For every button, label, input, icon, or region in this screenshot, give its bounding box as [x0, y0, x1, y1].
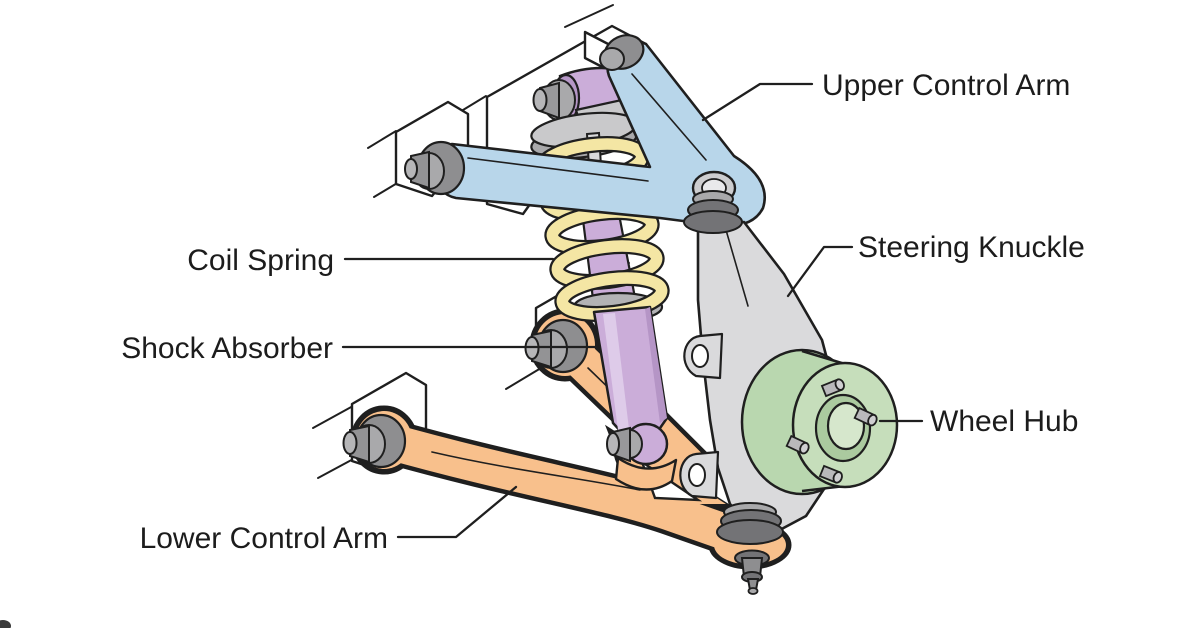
label-upper-control-arm: Upper Control Arm: [822, 69, 1070, 102]
leader-lower-control-arm: [396, 485, 518, 539]
bushing-washer: [599, 47, 625, 71]
bushing-nut-face: [404, 158, 418, 180]
tick-line: [564, 4, 614, 28]
ear-bolt-hole: [691, 344, 709, 368]
eye-bolt-head: [606, 432, 620, 456]
lower-front-bushing: [342, 413, 407, 469]
upper-control-arm: [404, 34, 766, 228]
shock-clevis-strap: [614, 456, 678, 491]
bushing-nut-face: [342, 431, 358, 455]
leader-lines: [341, 82, 924, 539]
label-lower-control-arm: Lower Control Arm: [140, 522, 388, 555]
corner-artifact: [0, 620, 11, 628]
upper-ball-joint-boot: [683, 190, 743, 234]
part-labels: Upper Control Arm Coil Spring Shock Abso…: [121, 69, 1085, 555]
shock-body-highlight: [603, 313, 629, 430]
label-shock-absorber: Shock Absorber: [121, 332, 333, 365]
boot-ring: [716, 519, 784, 545]
knuckle-ears: [679, 332, 724, 500]
stud-tip-cap: [747, 587, 759, 595]
wheel-stud: [785, 434, 810, 455]
wheel-hub: [740, 348, 899, 496]
wheel-studs: [785, 378, 878, 484]
lower-ball-joint: [716, 502, 784, 595]
top-mount-nut-face: [532, 88, 548, 112]
hub-edge-line: [801, 349, 846, 366]
upper-arm-crease: [631, 73, 707, 161]
upper-front-bushing: [404, 140, 466, 196]
shock-body-shade: [645, 307, 667, 423]
ear-bolt-hole: [688, 463, 706, 487]
lower-arm-crease: [431, 451, 641, 491]
wheel-stud: [818, 464, 843, 484]
upper-rear-bushing: [599, 34, 645, 71]
leader-steering-knuckle: [786, 245, 854, 298]
hub-center-bore: [826, 401, 866, 451]
wheel-stud: [853, 406, 878, 427]
boot-ring: [683, 210, 743, 234]
leader-upper-control-arm: [701, 82, 814, 122]
upper-arm-crease: [467, 157, 649, 182]
label-coil-spring: Coil Spring: [187, 244, 334, 277]
label-wheel-hub: Wheel Hub: [930, 405, 1078, 438]
tick-line: [317, 456, 358, 479]
tick-line: [373, 181, 400, 198]
tick-line: [312, 405, 354, 429]
knuckle-crease: [725, 229, 749, 307]
wheel-stud: [820, 378, 845, 398]
label-steering-knuckle: Steering Knuckle: [858, 231, 1085, 264]
tick-line: [505, 367, 542, 390]
tick-line: [367, 130, 397, 149]
